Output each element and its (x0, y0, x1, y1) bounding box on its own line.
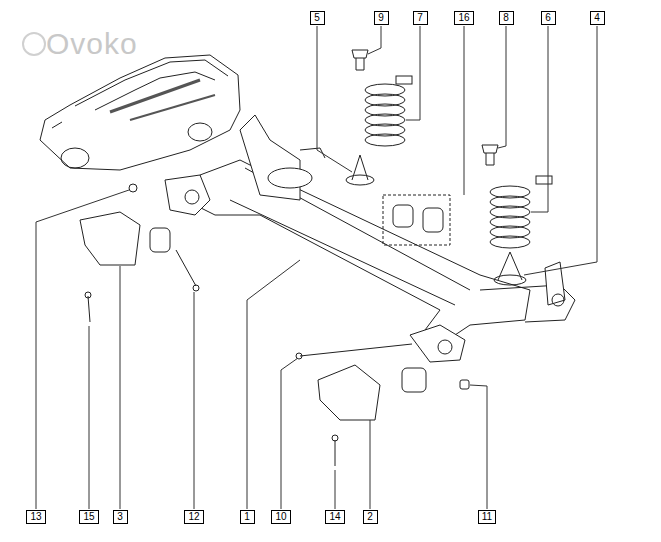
axle-beam (165, 115, 575, 362)
car-illustration (40, 55, 240, 170)
callout-number: 16 (454, 11, 473, 25)
callout-number: 8 (499, 11, 514, 25)
callout-number: 13 (26, 510, 45, 524)
callout-number: 7 (413, 11, 428, 25)
callout-number: 6 (541, 11, 556, 25)
watermark: Ovoko (46, 28, 138, 60)
callout-number: 3 (113, 510, 128, 524)
callout-number: 14 (325, 510, 344, 524)
callout-number: 5 (310, 11, 325, 25)
spring-set-right (482, 145, 552, 285)
callout-number: 15 (79, 510, 98, 524)
right-bracket-parts (296, 344, 469, 466)
callout-number: 11 (478, 510, 496, 524)
callout-number: 1 (240, 510, 255, 524)
spring-set-left (346, 50, 412, 185)
left-bracket-parts (80, 184, 199, 322)
leader-lines (36, 26, 597, 509)
callout-number: 9 (374, 11, 389, 25)
callout-number: 4 (590, 11, 605, 25)
callout-number: 2 (363, 510, 378, 524)
callout-number: 10 (271, 510, 290, 524)
callout-number: 12 (184, 510, 203, 524)
